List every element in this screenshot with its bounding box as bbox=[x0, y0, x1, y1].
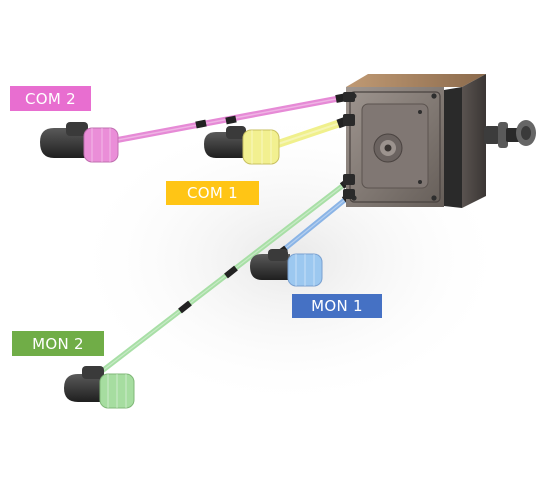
box-side-panel bbox=[444, 87, 462, 208]
label-com2-text: COM 2 bbox=[24, 89, 77, 108]
screw-icon bbox=[431, 93, 437, 99]
screw-icon bbox=[431, 195, 437, 201]
label-com2: COM 2 bbox=[10, 86, 91, 111]
mon2-connector bbox=[64, 366, 135, 409]
label-mon1-text: MON 1 bbox=[311, 297, 363, 315]
label-mon2-text: MON 2 bbox=[32, 334, 84, 353]
box-side bbox=[462, 74, 486, 208]
label-mon2: MON 2 bbox=[12, 331, 104, 356]
connector-box bbox=[343, 74, 486, 208]
label-com1: COM 1 bbox=[166, 181, 259, 205]
com2-connector bbox=[40, 122, 119, 163]
rear-connector bbox=[484, 120, 536, 148]
com1-connector bbox=[204, 126, 280, 165]
mon1-connector bbox=[250, 249, 323, 287]
label-com1-text: COM 1 bbox=[186, 184, 239, 202]
label-mon1: MON 1 bbox=[292, 294, 382, 318]
box-top bbox=[346, 74, 486, 87]
